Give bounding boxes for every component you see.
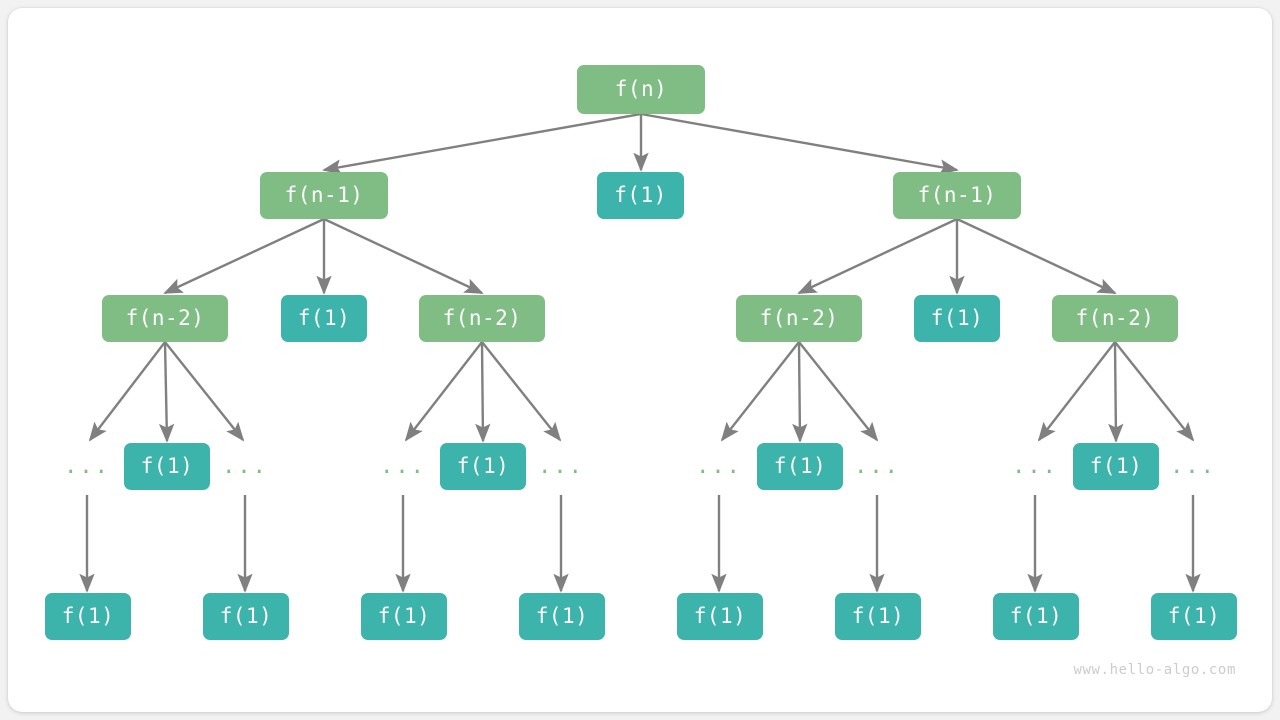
tree-node-n2[interactable]: f(1) [597,172,684,219]
ellipsis-e2: ... [222,454,268,479]
ellipsis-e8: ... [1170,454,1216,479]
tree-node-n6[interactable]: f(n-2) [419,295,545,342]
ellipsis-e5: ... [696,454,742,479]
tree-node-b3[interactable]: f(1) [361,593,447,640]
tree-node-n1[interactable]: f(n-1) [260,172,388,219]
tree-node-b4[interactable]: f(1) [519,593,605,640]
tree-node-b2[interactable]: f(1) [203,593,289,640]
tree-node-n8[interactable]: f(1) [914,295,1000,342]
tree-node-b8[interactable]: f(1) [1151,593,1237,640]
tree-node-b5[interactable]: f(1) [677,593,763,640]
tree-node-n14[interactable]: f(1) [124,443,210,490]
ellipsis-e4: ... [538,454,584,479]
tree-node-n17[interactable]: f(1) [1073,443,1159,490]
tree-node-n4[interactable]: f(n-2) [102,295,228,342]
ellipsis-e1: ... [64,454,110,479]
tree-node-n3[interactable]: f(n-1) [893,172,1021,219]
tree-node-b6[interactable]: f(1) [835,593,921,640]
tree-node-n9[interactable]: f(n-2) [1052,295,1178,342]
tree-node-n15[interactable]: f(1) [440,443,526,490]
watermark: www.hello-algo.com [1073,662,1236,678]
tree-node-n16[interactable]: f(1) [757,443,843,490]
ellipsis-e3: ... [380,454,426,479]
tree-node-n5[interactable]: f(1) [281,295,367,342]
tree-node-n7[interactable]: f(n-2) [736,295,862,342]
ellipsis-e6: ... [854,454,900,479]
tree-node-n0[interactable]: f(n) [577,65,705,114]
tree-node-b1[interactable]: f(1) [45,593,131,640]
tree-node-b7[interactable]: f(1) [993,593,1079,640]
ellipsis-e7: ... [1012,454,1058,479]
